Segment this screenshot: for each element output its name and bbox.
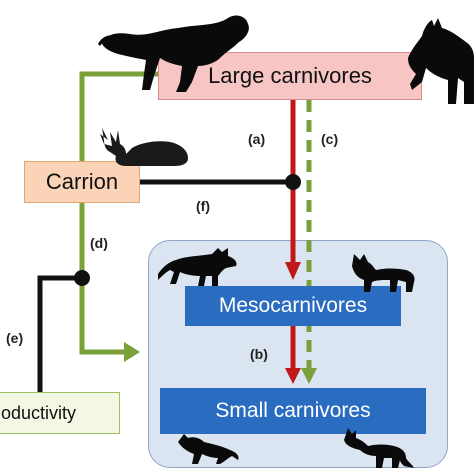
green-dashed-arrowhead bbox=[301, 368, 317, 384]
carrion-box: Carrion bbox=[24, 161, 140, 203]
mesocarnivores-box: Mesocarnivores bbox=[185, 286, 401, 326]
carrion-label: Carrion bbox=[45, 169, 119, 194]
deer-carcass-silhouette bbox=[100, 128, 188, 166]
label-c: (c) bbox=[321, 131, 339, 147]
cougar-silhouette bbox=[98, 15, 249, 92]
small-carnivores-box: Small carnivores bbox=[160, 388, 426, 434]
green-feedback-path bbox=[79, 71, 172, 355]
productivity-node bbox=[74, 270, 90, 286]
label-a: (a) bbox=[248, 131, 266, 147]
large-carnivores-label: Large carnivores bbox=[208, 63, 372, 88]
small-carnivores-label: Small carnivores bbox=[215, 399, 371, 422]
fox-silhouette bbox=[344, 428, 414, 468]
mesocarnivores-label: Mesocarnivores bbox=[218, 294, 368, 317]
bobcat-silhouette bbox=[352, 254, 415, 292]
red-arrowhead-b bbox=[285, 368, 301, 384]
label-d: (d) bbox=[90, 235, 108, 251]
carrion-node bbox=[285, 174, 301, 190]
label-f: (f) bbox=[196, 198, 210, 214]
red-arrowhead-a bbox=[285, 262, 301, 280]
green-arrowhead bbox=[124, 342, 140, 362]
wolf-silhouette bbox=[408, 18, 474, 104]
label-b: (b) bbox=[250, 346, 268, 362]
label-e: (e) bbox=[6, 330, 24, 346]
productivity-label: oductivity bbox=[1, 402, 77, 423]
productivity-link-e bbox=[37, 275, 82, 392]
marten-silhouette bbox=[178, 434, 239, 464]
coyote-silhouette bbox=[158, 248, 237, 286]
productivity-box: oductivity bbox=[0, 392, 120, 434]
